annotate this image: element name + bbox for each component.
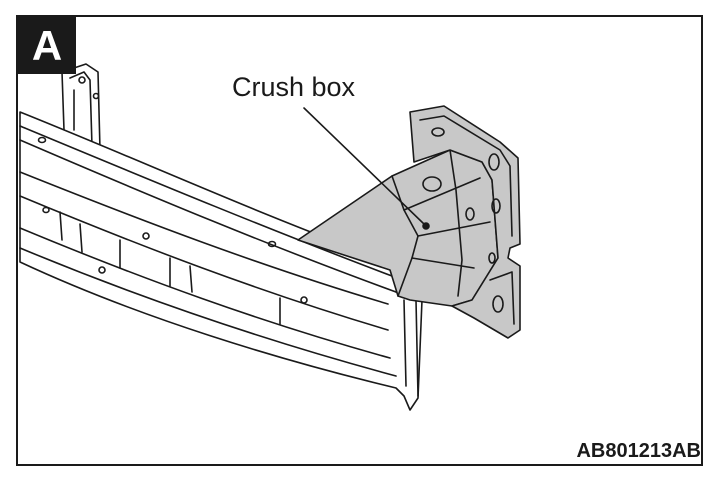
panel-letter-badge: A <box>18 17 76 74</box>
crush-box-callout-label: Crush box <box>232 72 356 102</box>
figure-code: AB801213AB <box>576 440 701 462</box>
bumper-beam <box>19 111 423 411</box>
crush-box-flange <box>409 105 521 339</box>
callout-leader-line <box>303 107 425 225</box>
